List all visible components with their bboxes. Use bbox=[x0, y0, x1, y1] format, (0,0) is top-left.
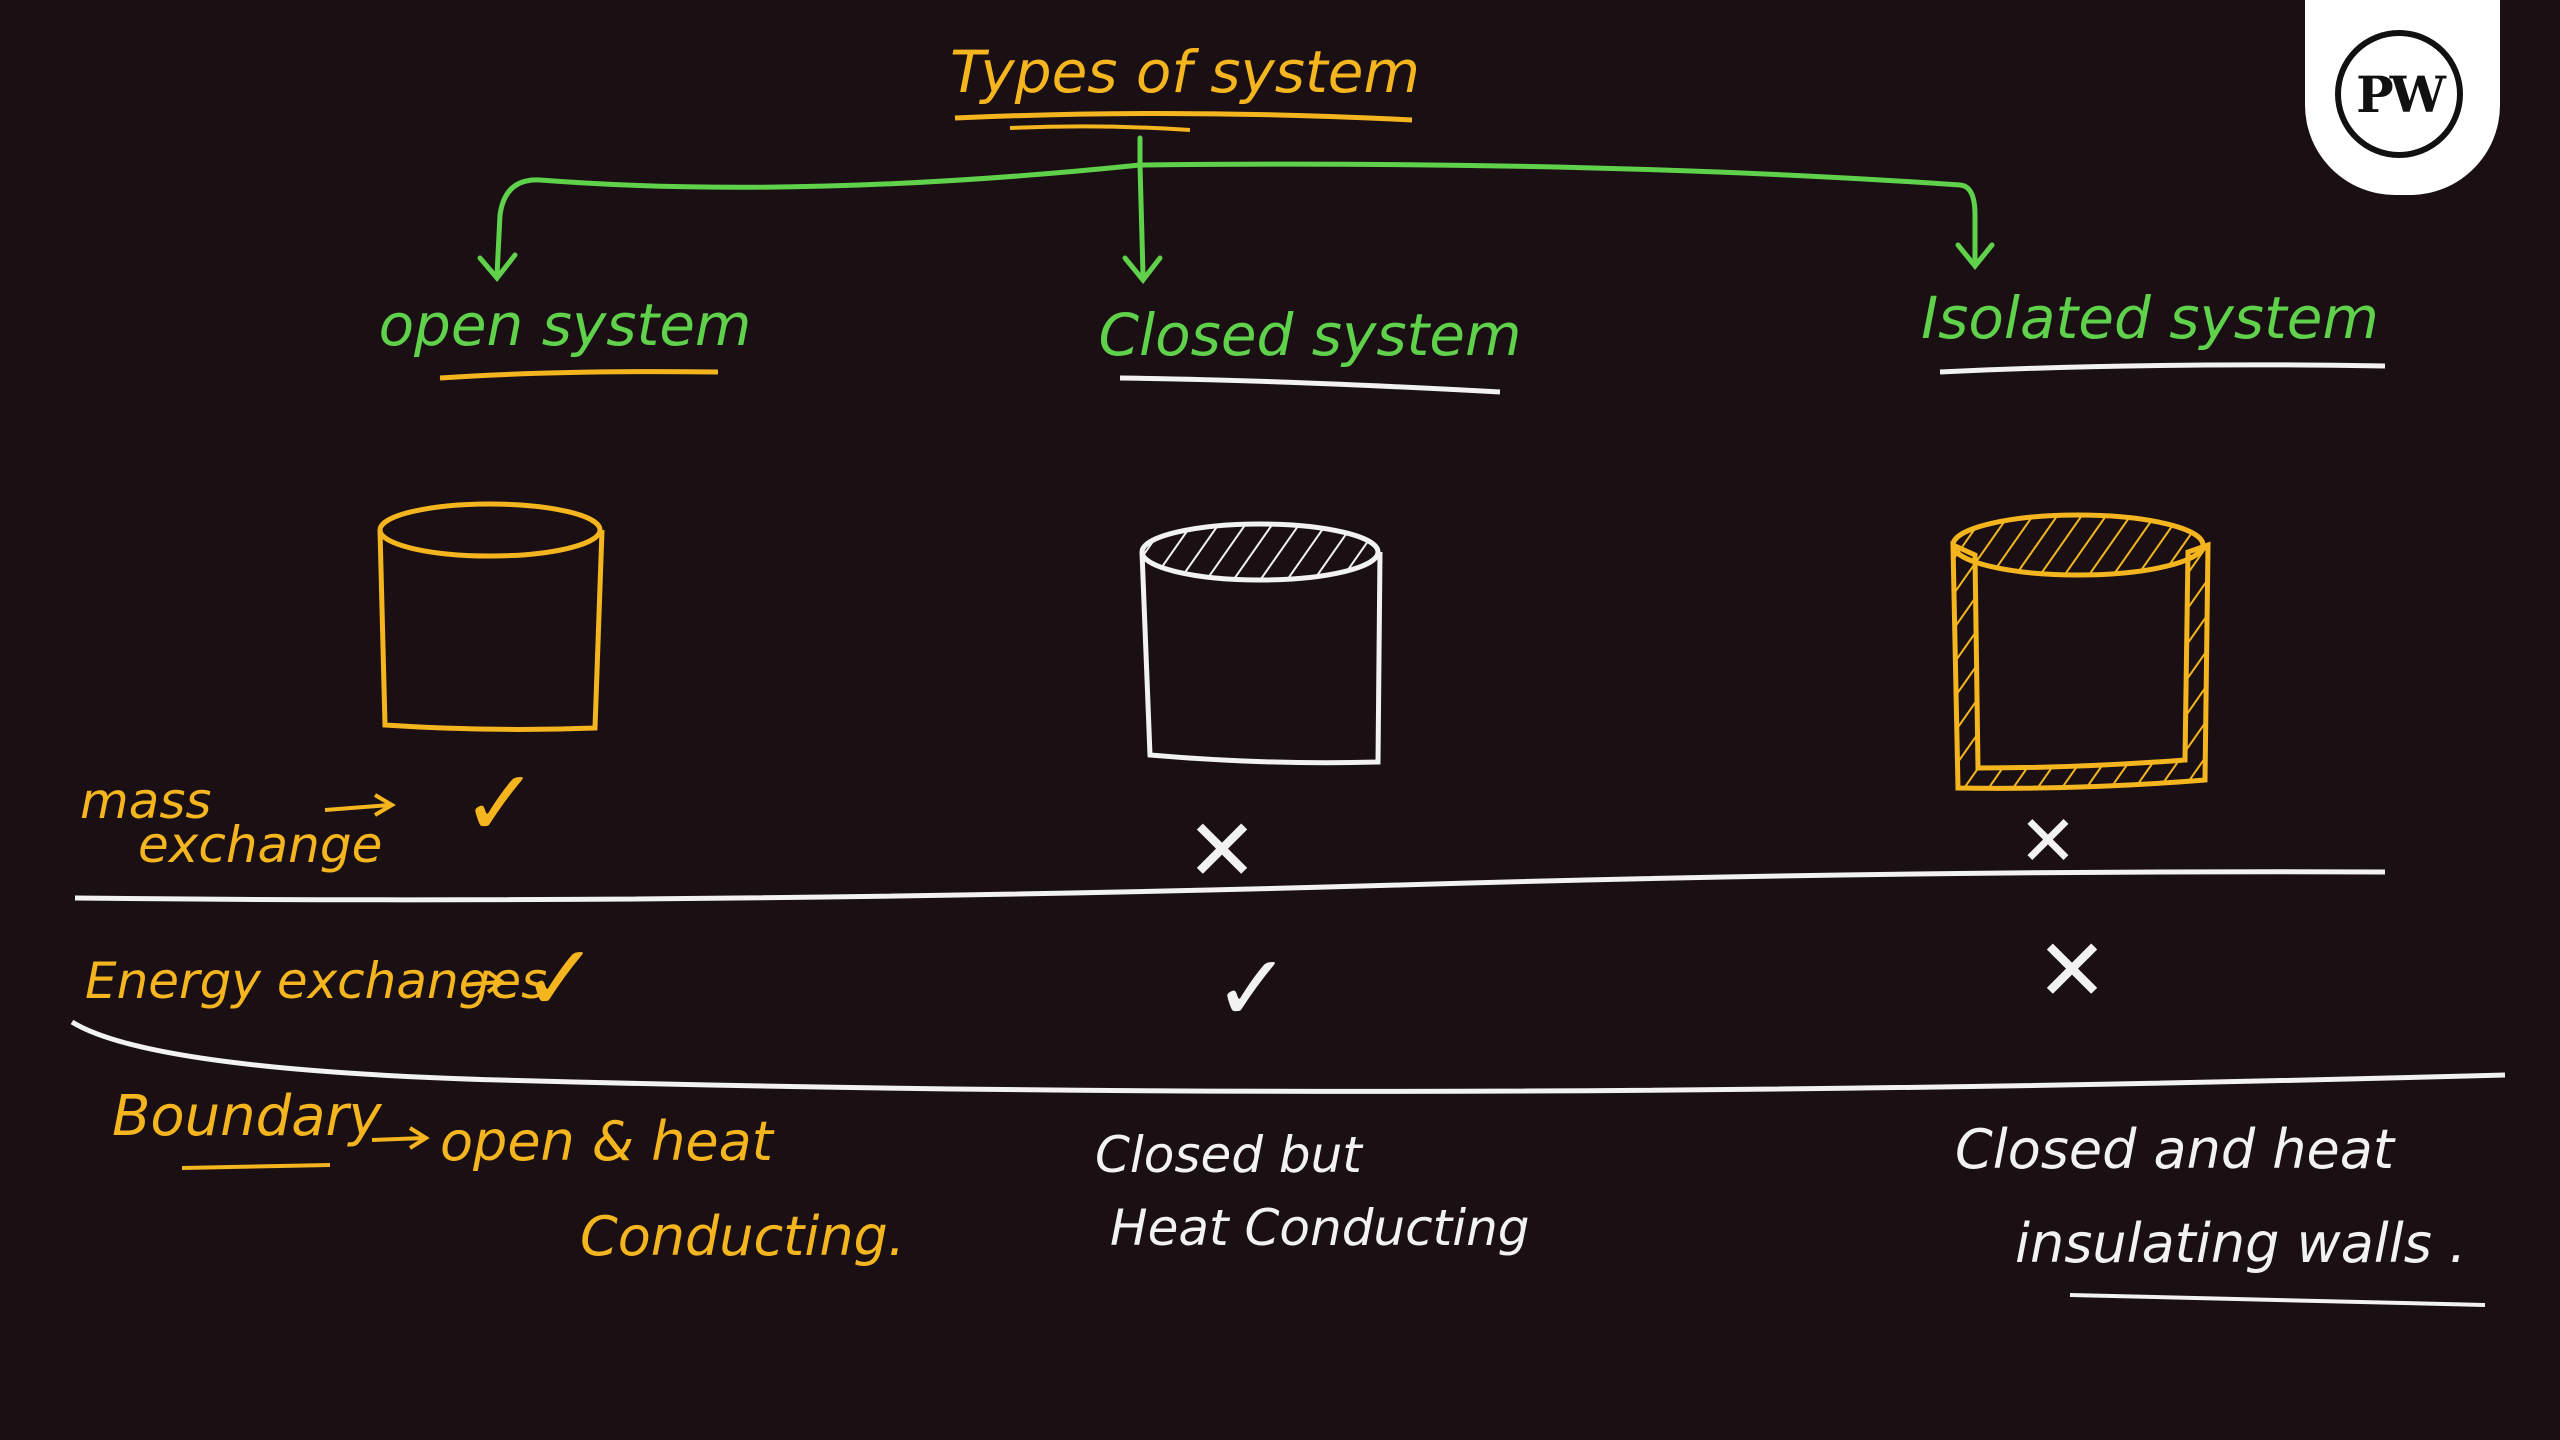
energy-closed-mark: ✓ bbox=[1213, 935, 1290, 1042]
title-underline bbox=[954, 110, 1413, 123]
boundary-closed-line1: Closed but bbox=[1095, 1126, 1364, 1184]
mass-open-mark: ✓ bbox=[461, 750, 538, 857]
boundary-isolated-line1: Closed and heat bbox=[1955, 1118, 2396, 1181]
boundary-closed-line2: Heat Conducting bbox=[1110, 1199, 1530, 1257]
row-label-mass-line2: exchange bbox=[138, 816, 382, 874]
row-divider-1 bbox=[74, 869, 2386, 903]
branch-arrows bbox=[477, 135, 1995, 285]
pw-logo-text: PW bbox=[2356, 64, 2446, 124]
boundary-isolated-line2: insulating walls . bbox=[2015, 1212, 2466, 1275]
boundary-arrow bbox=[371, 1126, 430, 1150]
isolated-system-cylinder bbox=[1950, 512, 2211, 791]
mass-arrow bbox=[324, 793, 396, 817]
mass-isolated-mark: ✕ bbox=[2019, 800, 2078, 882]
diagram-title: Types of system bbox=[950, 38, 1420, 106]
mass-closed-mark: ✕ bbox=[1186, 801, 1258, 901]
heading-isolated-system: Isolated system bbox=[1921, 284, 2379, 352]
energy-isolated-mark: ✕ bbox=[2036, 921, 2108, 1021]
heading-closed-system: Closed system bbox=[1099, 301, 1522, 369]
energy-open-mark: ✓ bbox=[521, 925, 598, 1032]
row-label-boundary: Boundary bbox=[112, 1084, 383, 1149]
row-label-mass-line1: mass bbox=[80, 772, 211, 830]
heading-open-system: open system bbox=[379, 291, 752, 359]
row-divider-2 bbox=[70, 1019, 2506, 1094]
open-heading-underline bbox=[439, 369, 719, 381]
boundary-open-line1: open & heat bbox=[440, 1110, 775, 1173]
isolated-note-underline bbox=[2069, 1293, 2486, 1307]
isolated-heading-underline bbox=[1939, 362, 2386, 375]
pw-logo-icon: PW bbox=[2335, 30, 2463, 158]
row-label-energy: Energy exchanges bbox=[85, 952, 547, 1010]
open-system-cylinder bbox=[377, 501, 605, 732]
energy-arrow bbox=[461, 970, 506, 994]
closed-system-cylinder bbox=[1139, 521, 1383, 766]
title-underline-2 bbox=[1009, 124, 1191, 132]
boundary-underline bbox=[181, 1163, 331, 1170]
closed-heading-underline bbox=[1119, 375, 1501, 395]
boundary-open-line2: Conducting. bbox=[580, 1205, 905, 1268]
pw-logo-badge: PW bbox=[2305, 0, 2500, 195]
